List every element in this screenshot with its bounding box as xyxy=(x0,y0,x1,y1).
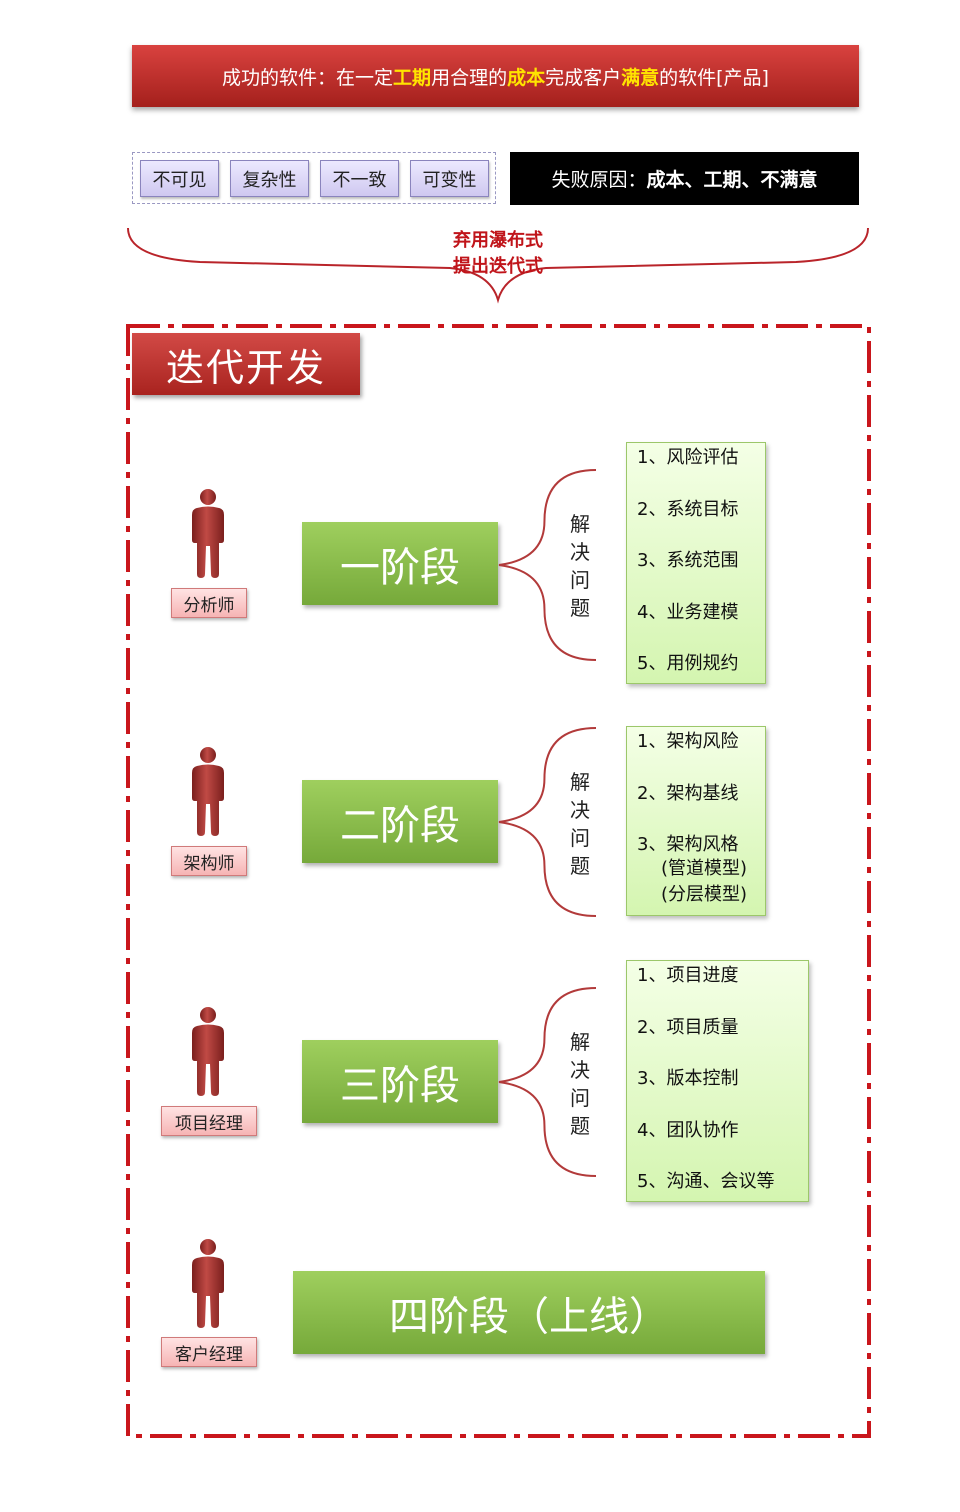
list-item: 2、系统目标 xyxy=(637,498,739,520)
list-item: 1、项目进度 xyxy=(637,965,739,986)
traits-group xyxy=(132,152,496,204)
banner-mid1: 用合理的 xyxy=(431,66,508,89)
solve-char: 决 xyxy=(570,1058,590,1082)
person-icon xyxy=(192,1007,224,1096)
solve-char: 决 xyxy=(570,798,590,822)
solve-problems-label: 解决问题 xyxy=(567,1028,593,1140)
solve-char: 题 xyxy=(570,854,590,878)
stage-box: 二阶段 xyxy=(302,780,498,863)
failure-reasons: 成本、工期、不满意 xyxy=(646,169,818,191)
solve-problems-label: 解决问题 xyxy=(567,768,593,880)
failure-label: 失败原因： xyxy=(551,169,647,191)
stage-box: 一阶段 xyxy=(302,522,498,605)
person-icon xyxy=(192,1239,224,1328)
solution-list: 1、架构风险 2、架构基线 3、架构风格 (管道模型) (分层模型) xyxy=(626,726,766,916)
solve-char: 解 xyxy=(570,770,590,794)
list-item: 4、业务建模 xyxy=(637,601,739,623)
trait-inconsistency: 不一致 xyxy=(320,160,399,197)
principle-banner: 成功的软件：在一定工期用合理的成本完成客户满意的软件[产品] xyxy=(132,45,859,107)
trait-invisible: 不可见 xyxy=(140,160,219,197)
list-item: 5、沟通、会议等 xyxy=(637,1171,775,1192)
transition-line1: 弃用瀑布式 xyxy=(453,230,543,251)
list-item: 1、风险评估 xyxy=(637,447,739,468)
banner-highlight-satisfaction: 满意 xyxy=(621,66,660,89)
solve-char: 题 xyxy=(570,1114,590,1138)
solution-list: 1、项目进度 2、项目质量 3、版本控制 4、团队协作 5、沟通、会议等 xyxy=(626,960,809,1202)
solve-char: 决 xyxy=(570,540,590,564)
iteration-frame xyxy=(126,324,871,1438)
transition-line2: 提出迭代式 xyxy=(453,256,543,277)
role-label: 分析师 xyxy=(171,588,247,618)
stage-box: 四阶段（上线） xyxy=(293,1271,765,1354)
role-label: 客户经理 xyxy=(161,1337,257,1367)
banner-prefix: 成功的软件：在一定 xyxy=(222,66,394,89)
list-sub-item: (分层模型) xyxy=(661,884,748,905)
list-item: 2、架构基线 xyxy=(637,782,739,804)
list-item: 4、团队协作 xyxy=(637,1119,739,1141)
solve-problems-label: 解决问题 xyxy=(567,510,593,622)
list-item: 3、版本控制 xyxy=(637,1068,739,1089)
list-sub-item: (管道模型) xyxy=(661,858,748,879)
solve-brace xyxy=(498,727,597,917)
list-item: 3、架构风格 xyxy=(637,834,739,855)
banner-highlight-schedule: 工期 xyxy=(393,66,432,89)
failure-reasons-box: 失败原因：成本、工期、不满意 xyxy=(510,152,859,205)
solve-char: 问 xyxy=(570,1086,590,1110)
list-item: 2、项目质量 xyxy=(637,1016,739,1038)
transition-text: 弃用瀑布式 提出迭代式 xyxy=(430,228,566,280)
brace-connector xyxy=(127,227,869,304)
banner-suffix: 的软件[产品] xyxy=(659,66,769,89)
solve-brace xyxy=(498,469,597,661)
solve-char: 题 xyxy=(570,596,590,620)
person-icon xyxy=(192,747,224,836)
solution-list: 1、风险评估 2、系统目标 3、系统范围 4、业务建模 5、用例规约 xyxy=(626,442,766,684)
stage-box: 三阶段 xyxy=(302,1040,498,1123)
solve-char: 问 xyxy=(570,826,590,850)
solve-char: 解 xyxy=(570,512,590,536)
banner-mid2: 完成客户 xyxy=(545,66,622,89)
solve-char: 解 xyxy=(570,1030,590,1054)
list-item: 5、用例规约 xyxy=(637,653,739,674)
banner-highlight-cost: 成本 xyxy=(507,66,546,89)
role-label: 架构师 xyxy=(171,846,247,876)
trait-complexity: 复杂性 xyxy=(230,160,309,197)
list-item: 1、架构风险 xyxy=(637,731,739,752)
person-icon xyxy=(192,489,224,578)
solve-brace xyxy=(498,987,597,1177)
role-label: 项目经理 xyxy=(161,1106,257,1136)
solve-char: 问 xyxy=(570,568,590,592)
section-title: 迭代开发 xyxy=(132,333,360,395)
list-item: 3、系统范围 xyxy=(637,550,739,571)
trait-changeability: 可变性 xyxy=(410,160,489,197)
